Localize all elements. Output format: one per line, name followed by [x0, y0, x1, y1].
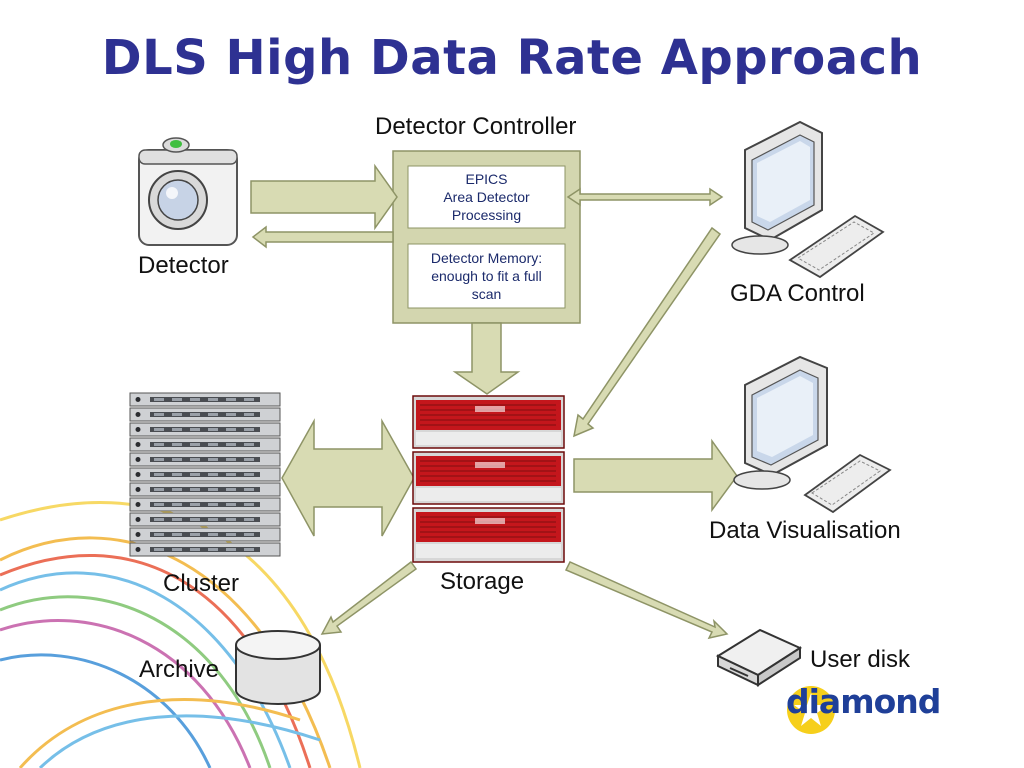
detector-memory-text: Detector Memory: enough to fit a full sc… — [408, 249, 565, 303]
user-disk-icon — [715, 628, 803, 687]
detector-label: Detector — [138, 252, 229, 279]
detector-controller-label: Detector Controller — [375, 113, 577, 140]
storage-units-icon — [412, 395, 565, 563]
data-visualisation-label: Data Visualisation — [709, 517, 901, 544]
diamond-logo-star-icon — [787, 686, 835, 734]
epics-gda-double-arrow — [566, 187, 724, 207]
storage-to-userdisk-arrow — [564, 561, 729, 640]
archive-disk-icon — [235, 630, 321, 705]
epics-box-text: EPICS Area Detector Processing — [408, 170, 565, 224]
cluster-server-unit — [129, 422, 281, 437]
cluster-storage-double-arrow — [281, 418, 415, 537]
cluster-rack-icon — [129, 392, 281, 557]
storage-unit — [412, 451, 565, 505]
cluster-label: Cluster — [163, 570, 240, 597]
visualisation-computer-icon — [733, 355, 892, 514]
gda-computer-icon — [731, 120, 885, 279]
slide-title: DLS High Data Rate Approach — [101, 30, 923, 86]
cluster-server-unit — [129, 527, 281, 542]
cluster-server-unit — [129, 482, 281, 497]
cluster-server-unit — [129, 407, 281, 422]
cluster-server-unit — [129, 497, 281, 512]
storage-label: Storage — [440, 568, 525, 595]
cluster-server-unit — [129, 437, 281, 452]
detector-to-controller-arrow — [250, 163, 398, 231]
cluster-server-unit — [129, 392, 281, 407]
controller-to-detector-arrow — [251, 225, 394, 249]
epics-line: Area Detector — [443, 189, 530, 205]
memory-line: scan — [471, 286, 502, 302]
cluster-server-unit — [129, 467, 281, 482]
cluster-server-unit — [129, 512, 281, 527]
epics-line: EPICS — [465, 171, 508, 187]
gda-to-storage-arrow — [573, 226, 722, 438]
diamond-logo-text: diamond — [786, 682, 941, 721]
epics-box — [407, 165, 566, 229]
camera-icon — [138, 137, 238, 246]
epics-line: Processing — [451, 207, 522, 223]
storage-unit — [412, 395, 565, 449]
storage-unit — [412, 507, 565, 563]
cluster-server-unit — [129, 542, 281, 557]
controller-to-storage-arrow — [452, 322, 521, 395]
detector-memory-box — [407, 243, 566, 309]
memory-line: enough to fit a full — [431, 268, 542, 284]
archive-label: Archive — [139, 656, 220, 683]
gda-control-label: GDA Control — [730, 280, 865, 307]
memory-line: Detector Memory: — [430, 250, 543, 266]
cluster-server-unit — [129, 452, 281, 467]
storage-to-visualisation-arrow — [573, 438, 738, 513]
storage-to-archive-arrow — [320, 560, 418, 635]
user-disk-label: User disk — [810, 646, 911, 673]
